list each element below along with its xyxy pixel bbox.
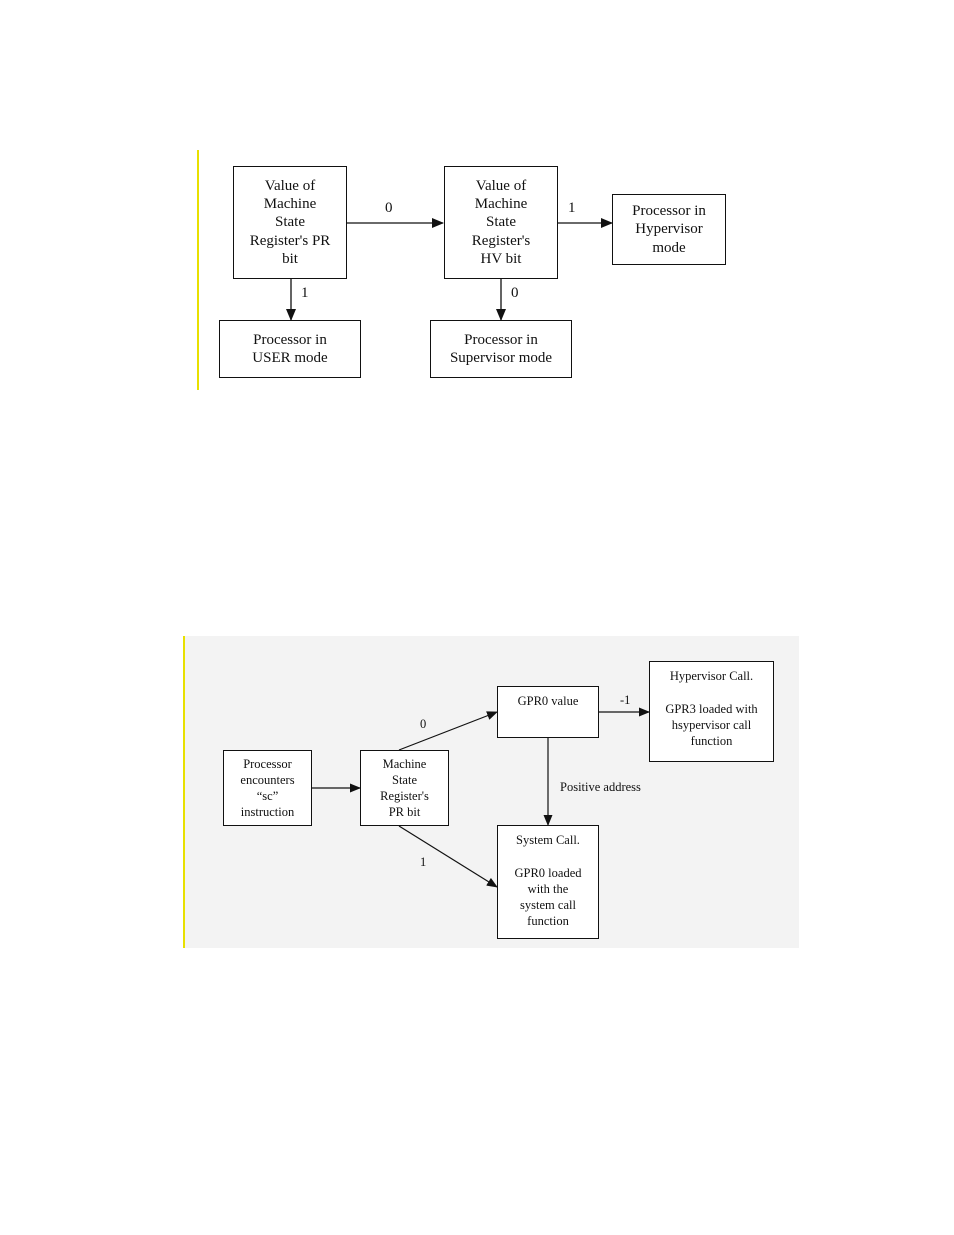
edge-label-pr-to-user: 1 — [301, 285, 309, 301]
edge-label-pr-to-hv: 0 — [385, 200, 393, 216]
pr-bit-node: Value of Machine State Register's PR bit — [233, 166, 347, 279]
system-call-node: System Call. GPR0 loaded with the system… — [497, 825, 599, 939]
diagram1-connectors — [286, 218, 613, 321]
arrow-pr-to-system — [398, 825, 498, 888]
hv-bit-node: Value of Machine State Register's HV bit — [444, 166, 558, 279]
edge-label-hv-to-supervisor: 0 — [511, 285, 519, 301]
accent-bar — [197, 150, 199, 390]
sc-instruction-node: Processor encounters “sc” instruction — [223, 750, 312, 826]
edge-label-gpr0-to-hypervisor: -1 — [620, 693, 631, 707]
user-mode-node: Processor in USER mode — [219, 320, 361, 378]
system-call-diagram: Processor encounters “sc” instruction Ma… — [183, 636, 799, 948]
arrow-pr-to-gpr0 — [398, 711, 498, 751]
accent-bar — [183, 636, 185, 948]
edge-label-gpr0-to-system: Positive address — [560, 780, 641, 794]
hypervisor-call-node: Hypervisor Call. GPR3 loaded with hsyper… — [649, 661, 774, 762]
edge-label-hv-to-hypervisor: 1 — [568, 200, 576, 216]
pr-bit-node: Machine State Register's PR bit — [360, 750, 449, 826]
gpr0-value-node: GPR0 value — [497, 686, 599, 738]
privilege-mode-diagram: Value of Machine State Register's PR bit… — [197, 150, 757, 390]
hypervisor-mode-node: Processor in Hypervisor mode — [612, 194, 726, 265]
diagram2-connectors — [312, 707, 650, 888]
supervisor-mode-node: Processor in Supervisor mode — [430, 320, 572, 378]
edge-label-pr-to-gpr0: 0 — [420, 717, 427, 731]
edge-label-pr-to-system: 1 — [420, 855, 427, 869]
